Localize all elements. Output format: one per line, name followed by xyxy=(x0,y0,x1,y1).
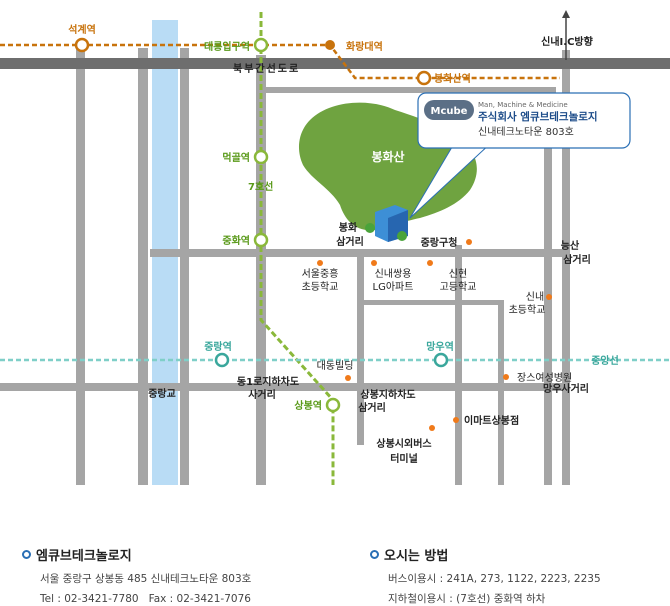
seoul-jungheung-label: 서울중흥 xyxy=(302,267,339,280)
dong1ro-label: 동1로지하차도 xyxy=(237,375,299,388)
callout-address: 신내테크노타운 803호 xyxy=(478,126,574,138)
road-east-river xyxy=(180,48,189,485)
ward-office-label: 중랑구청 xyxy=(421,236,458,249)
callout-tagline: Man, Machine & Medicine xyxy=(478,101,568,109)
mountain-label: 봉화산 xyxy=(371,149,404,164)
road-west-2 xyxy=(138,48,148,485)
location-map: Mcube Man, Machine & Medicine 주식회사 엠큐브테크… xyxy=(0,10,670,485)
jangsu-label: 장스여성병원 xyxy=(517,372,572,384)
sinnae-lg-label: 신내쌍용 xyxy=(375,268,412,280)
station-bonghwasan-marker[interactable] xyxy=(416,70,432,86)
bonghwa-junction-label-2: 삼거리 xyxy=(336,235,364,248)
seoul-jungheung-label-2: 초등학교 xyxy=(302,281,339,293)
road-cross-3 xyxy=(362,300,502,305)
emart-label: 이마트상봉점 xyxy=(464,414,519,427)
sangbong-underpass-label-2: 삼거리 xyxy=(358,401,386,414)
bukbu-expressway-label: 북부간선도로 xyxy=(233,62,300,75)
poi-sinnae-elem-marker xyxy=(546,294,552,300)
station-jungnang-label: 중랑역 xyxy=(204,340,232,353)
station-bonghwasan-label: 봉화산역 xyxy=(434,72,471,85)
station-mangu-label: 망우역 xyxy=(426,340,454,353)
poi-emart-marker xyxy=(453,417,459,423)
station-markers xyxy=(74,37,449,413)
station-mangu-marker[interactable] xyxy=(433,352,449,368)
station-hwarangdae-marker[interactable] xyxy=(325,40,335,50)
sinnae-ic-label: 신내I.C방향 xyxy=(541,35,593,48)
road-mid-2 xyxy=(455,245,462,485)
road-west-1 xyxy=(76,48,85,485)
poi-seoul-jungheung-marker xyxy=(317,260,323,266)
poi-bus-terminal-marker xyxy=(429,425,435,431)
daedong-label: 대동빌딩 xyxy=(317,360,354,372)
station-seokgye-label: 석계역 xyxy=(68,23,96,36)
station-taereung-marker[interactable] xyxy=(253,37,269,53)
poi-sinhyeon-marker xyxy=(427,260,433,266)
sinnae-elem-label-2: 초등학교 xyxy=(509,304,546,316)
road-mid-1 xyxy=(357,255,364,445)
station-seokgye-marker[interactable] xyxy=(74,37,90,53)
bus-terminal-label: 상봉시외버스 xyxy=(376,437,431,450)
station-hwarangdae-label: 화랑대역 xyxy=(346,40,383,53)
station-sangbong-marker[interactable] xyxy=(325,397,341,413)
poi-ward-office-marker xyxy=(466,239,472,245)
sinnae-ic-arrowhead xyxy=(562,10,570,18)
road-cross-2 xyxy=(0,383,570,391)
mcube-logo xyxy=(424,100,474,120)
neungsan-label-2: 삼거리 xyxy=(563,253,591,266)
line7-route xyxy=(259,12,335,485)
neungsan-label: 능산 xyxy=(561,239,580,252)
station-junghwa-label: 중화역 xyxy=(222,234,250,247)
company-callout: Mcube Man, Machine & Medicine 주식회사 엠큐브테크… xyxy=(409,92,631,219)
directions-bus: 버스이용시 : 241A, 273, 1122, 2223, 2235 xyxy=(388,573,601,585)
station-jungnang-marker[interactable] xyxy=(214,352,230,368)
poi-daedong-marker xyxy=(345,375,351,381)
sangbong-underpass-label: 상봉지하차도 xyxy=(360,388,415,401)
dong1ro-label-2: 사거리 xyxy=(248,388,276,401)
poi-jangsu-marker xyxy=(503,374,509,380)
building-icon xyxy=(365,205,408,242)
road-east-2 xyxy=(562,50,570,485)
bonghwa-junction-label: 봉화 xyxy=(339,222,358,234)
mangu-junction-label: 망우사거리 xyxy=(543,382,589,395)
callout-company: 주식회사 엠큐브테크놀로지 xyxy=(478,110,598,123)
bukbu-expressway xyxy=(0,58,670,69)
sinhyeon-label-2: 고등학교 xyxy=(440,281,477,293)
line7-label: 7호선 xyxy=(248,180,273,193)
sinnae-elem-label: 신내 xyxy=(526,291,544,303)
sinnae-lg-label-2: LG아파트 xyxy=(373,281,414,293)
road-east-w xyxy=(498,300,504,485)
orange-line-route xyxy=(0,43,560,80)
jungang-line-label: 중앙선 xyxy=(591,354,619,367)
jungnanggyo-label: 중랑교 xyxy=(148,388,176,400)
station-taereung-label: 태릉입구역 xyxy=(204,40,250,53)
directions-info: 오시는 방법 버스이용시 : 241A, 273, 1122, 2223, 22… xyxy=(370,545,660,606)
bus-terminal-label-2: 터미널 xyxy=(390,452,418,465)
station-meokgol-label: 먹골역 xyxy=(222,151,250,164)
station-meokgol-marker[interactable] xyxy=(253,149,269,165)
road-cross-1 xyxy=(150,249,570,257)
road-east-1 xyxy=(544,100,552,485)
road-top-loop xyxy=(266,87,556,93)
poi-sinnae-lg-marker xyxy=(371,260,377,266)
mcube-logo-text: Mcube xyxy=(431,106,468,117)
directions-subway: 지하철이용시 : (7호선) 중화역 하차 xyxy=(388,593,546,605)
bullet-icon xyxy=(370,550,379,559)
company-address: 서울 중랑구 상봉동 485 신내테크노타운 803호 xyxy=(40,573,252,585)
directions-heading: 오시는 방법 xyxy=(384,549,449,564)
company-heading: 엠큐브테크놀로지 xyxy=(36,549,132,564)
poi-markers xyxy=(317,239,552,431)
station-sangbong-label: 상봉역 xyxy=(294,399,322,412)
company-contact: Tel : 02-3421-7780 Fax : 02-3421-7076 xyxy=(40,593,251,605)
bullet-icon xyxy=(22,550,31,559)
station-junghwa-marker[interactable] xyxy=(253,232,269,248)
company-info: 엠큐브테크놀로지 서울 중랑구 상봉동 485 신내테크노타운 803호 Tel… xyxy=(22,545,352,606)
sinhyeon-label: 신현 xyxy=(449,268,467,280)
